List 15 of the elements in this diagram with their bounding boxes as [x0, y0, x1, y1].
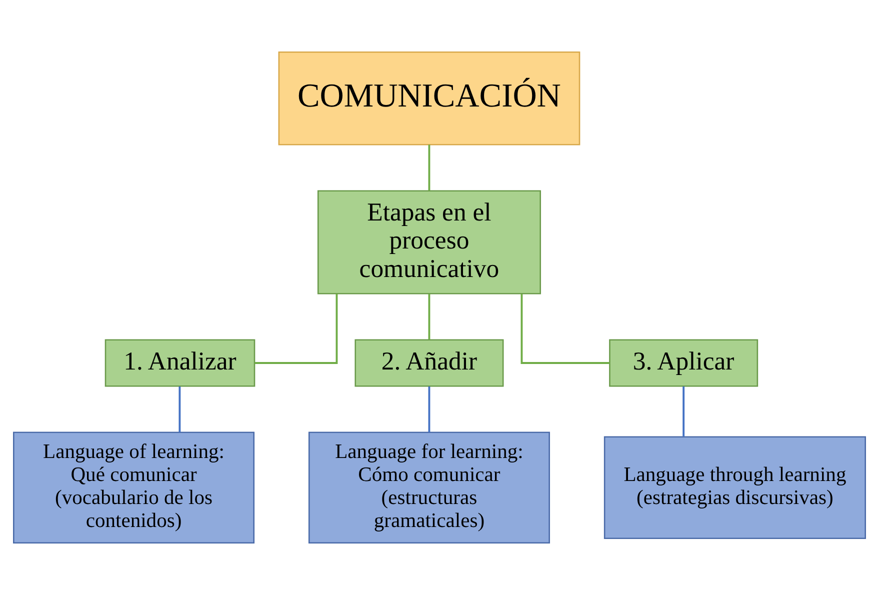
node-box: 2. Añadir: [354, 339, 504, 387]
node-box: Language of learning: Qué comunicar (vocabulario de los contenidos): [13, 432, 255, 544]
node-box: 1. Analizar: [104, 339, 256, 387]
connector: [254, 294, 338, 364]
node-box: Etapas en el proceso comunicativo: [317, 190, 541, 294]
node-box: COMUNICACIÓN: [278, 52, 580, 146]
connector: [682, 386, 685, 436]
connector: [178, 386, 181, 432]
node-box: Language for learning: Cómo comunicar (estructuras gramaticales): [308, 432, 550, 544]
node-box: Language through learning (estrategias discursivas): [604, 436, 866, 539]
connector: [520, 294, 610, 364]
connector: [428, 386, 430, 432]
node-box: 3. Aplicar: [609, 339, 758, 387]
connector: [428, 294, 430, 340]
connector: [428, 144, 430, 191]
